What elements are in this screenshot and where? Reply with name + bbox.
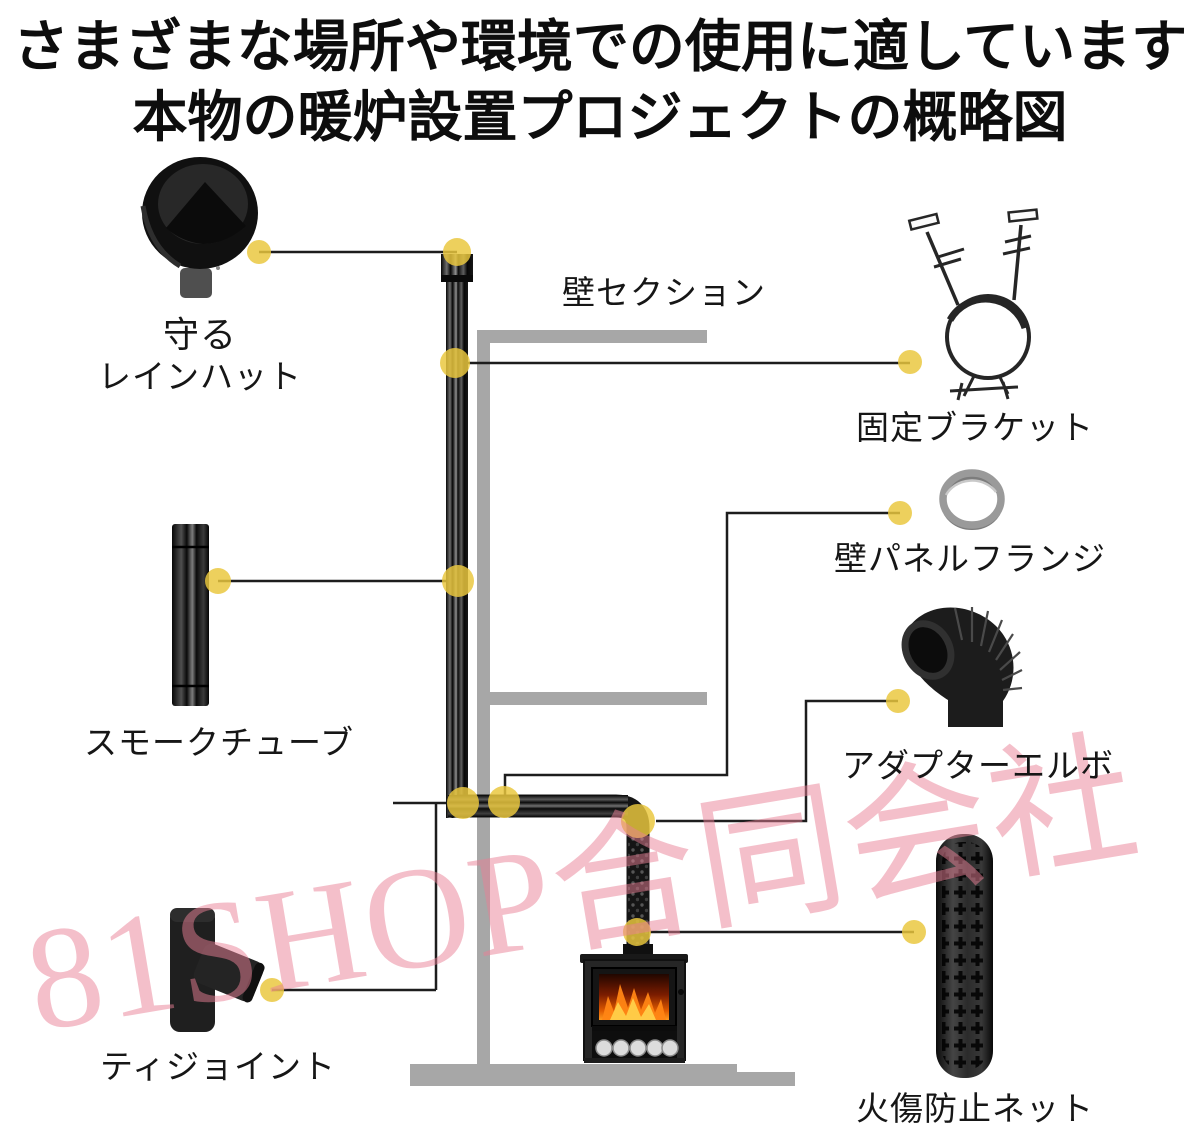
rain-hat-rim bbox=[140, 205, 182, 269]
stove-illustration bbox=[580, 954, 688, 1063]
wall-vertical-bar bbox=[477, 330, 490, 1066]
yellow-markers bbox=[205, 238, 926, 1002]
marker-elbow-label bbox=[886, 689, 910, 713]
net-plus-pattern bbox=[942, 842, 987, 1070]
flange-ring bbox=[939, 469, 1005, 529]
bracket-left-arm bbox=[925, 231, 960, 306]
page-title: さまざまな場所や環境での使用に適しています bbox=[12, 15, 1188, 78]
marker-elbow-bend bbox=[621, 804, 655, 838]
wall-structure bbox=[410, 330, 795, 1086]
marker-chimney-top bbox=[443, 238, 471, 266]
smoke-tube-part bbox=[172, 524, 209, 706]
marker-chimney-middle bbox=[442, 565, 474, 597]
connector-lines bbox=[218, 250, 914, 992]
rain-hat-part bbox=[140, 157, 258, 298]
flame-highlights bbox=[610, 998, 656, 1020]
tee-joint-branch bbox=[193, 943, 264, 1002]
marker-tee-label bbox=[260, 978, 284, 1002]
bracket-ring-top bbox=[946, 295, 1029, 330]
label-smoke-tube: スモークチューブ bbox=[84, 724, 355, 761]
bracket-right-ticks bbox=[1002, 234, 1032, 256]
bracket-right-arm bbox=[1012, 224, 1023, 301]
connector-adapter-elbow bbox=[656, 699, 898, 823]
flange-highlight bbox=[944, 479, 997, 496]
marker-smoke-tube bbox=[205, 568, 231, 594]
wall-top-bar bbox=[477, 330, 707, 343]
rain-hat-stub bbox=[180, 268, 212, 298]
stove-collar bbox=[623, 944, 653, 957]
marker-perforated-pipe bbox=[623, 918, 651, 946]
page-subtitle: 本物の暖炉設置プロジェクトの概略図 bbox=[132, 86, 1068, 148]
burn-net-part bbox=[936, 834, 993, 1078]
marker-rain-hat bbox=[247, 240, 271, 264]
marker-chimney-bracket bbox=[440, 348, 470, 378]
marker-flange-label bbox=[888, 501, 912, 525]
floor-platform bbox=[410, 1064, 795, 1086]
label-rain-hat-line1: 守る bbox=[162, 314, 237, 355]
adapter-elbow-part bbox=[901, 607, 1023, 727]
connector-wall-panel-flange bbox=[503, 511, 900, 800]
elbow-opening bbox=[908, 627, 948, 673]
chimney-vertical-pipe bbox=[446, 282, 468, 818]
rain-hat-screw bbox=[216, 266, 220, 270]
connector-tee-joint bbox=[272, 801, 452, 992]
smoke-tube-body bbox=[172, 524, 209, 706]
label-tee-joint: ティジョイント bbox=[100, 1048, 337, 1085]
stove-handle bbox=[678, 989, 684, 995]
stove-divider bbox=[592, 1026, 677, 1031]
label-wall-panel-flange: 壁パネルフランジ bbox=[834, 540, 1106, 577]
chimney-pipe-run bbox=[441, 254, 653, 957]
tee-joint-branch-end bbox=[242, 962, 265, 1003]
label-rain-hat-line2: レインハット bbox=[98, 358, 302, 395]
wall-panel-flange-part bbox=[939, 469, 1005, 530]
marker-bracket-label bbox=[898, 350, 922, 374]
chimney-cap-band bbox=[441, 275, 473, 282]
marker-net-label bbox=[902, 920, 926, 944]
tee-joint-top-cap bbox=[170, 908, 215, 922]
label-burn-prevention-net: 火傷防止ネット bbox=[856, 1090, 1094, 1124]
bracket-bottom-clamp bbox=[949, 374, 1019, 401]
rain-hat-cone bbox=[166, 182, 246, 244]
tee-joint-vertical bbox=[170, 908, 215, 1032]
bracket-left-foot bbox=[907, 212, 941, 232]
label-wall-section: 壁セクション bbox=[562, 274, 766, 311]
tee-joint-part bbox=[170, 908, 265, 1032]
bracket-left-ticks bbox=[933, 247, 965, 269]
marker-junction-left bbox=[447, 787, 479, 819]
label-adapter-elbow: アダプターエルボ bbox=[842, 747, 1114, 784]
firewood-logs bbox=[595, 1039, 679, 1057]
stove-base bbox=[584, 1058, 685, 1063]
wall-middle-bar bbox=[487, 692, 707, 705]
fixing-bracket-part bbox=[907, 208, 1039, 401]
elbow-ribs bbox=[953, 607, 1023, 692]
label-fixing-bracket: 固定ブラケット bbox=[856, 409, 1094, 446]
bracket-right-foot bbox=[1007, 208, 1039, 223]
marker-junction-right bbox=[488, 786, 520, 818]
